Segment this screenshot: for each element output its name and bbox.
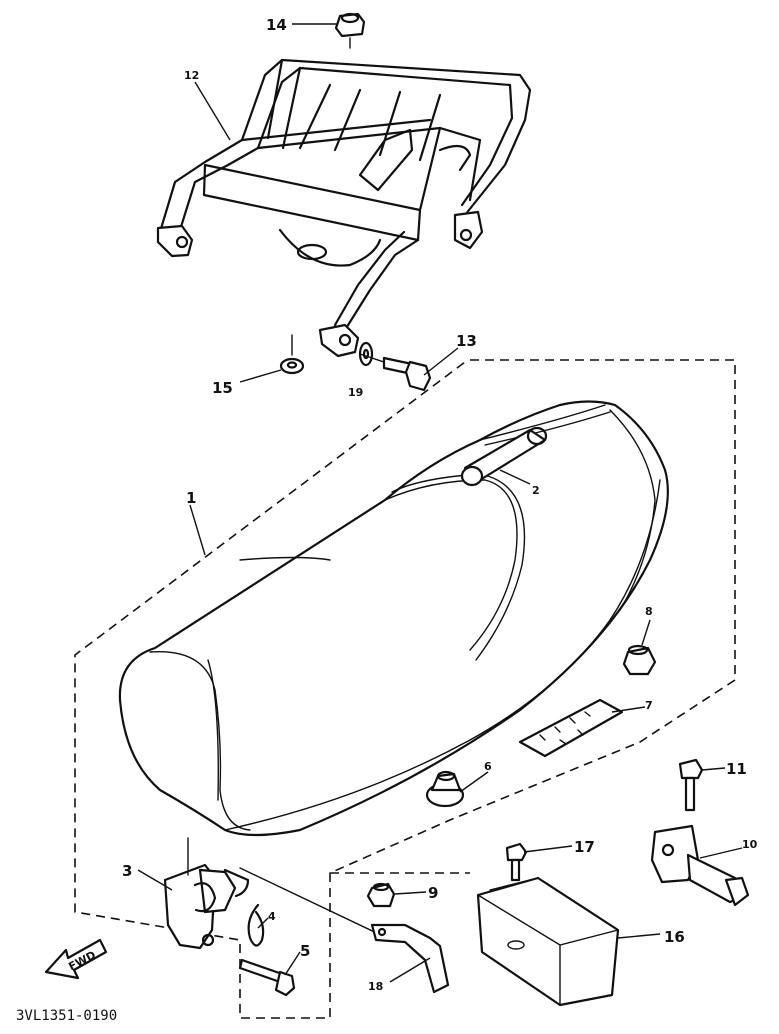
callout-7: 7 — [645, 699, 653, 712]
callout-6: 6 — [484, 760, 492, 773]
callout-11: 11 — [726, 760, 747, 778]
tray-part — [476, 876, 620, 1007]
callout-12: 12 — [184, 69, 199, 82]
callout-16: 16 — [664, 928, 685, 946]
damper-pad-part — [518, 698, 624, 758]
seat-lock-part — [650, 824, 750, 907]
leader-lines — [137, 23, 743, 983]
seat-lock-bracket-part — [163, 837, 386, 950]
callout-8: 8 — [645, 605, 653, 618]
grab-rail-part — [156, 58, 532, 358]
callout-2: 2 — [532, 484, 540, 497]
damper-6-part — [425, 770, 465, 808]
callout-4: 4 — [268, 910, 276, 923]
diagram-code: 3VL1351-0190 — [16, 1008, 117, 1024]
callout-3: 3 — [122, 862, 132, 880]
bolt-11-part — [678, 758, 704, 812]
callout-14: 14 — [266, 16, 287, 34]
nut-9-part — [366, 882, 396, 908]
seat-assembly-boundary — [74, 359, 736, 1019]
callout-15: 15 — [212, 379, 233, 397]
damper-8-part — [622, 644, 657, 676]
seat-pipe-part — [460, 426, 548, 487]
bolt-13-part — [359, 353, 432, 392]
callout-18: 18 — [368, 980, 383, 993]
callout-19: 19 — [348, 386, 363, 399]
clip-part — [247, 903, 265, 947]
cap-nut-part — [334, 12, 366, 49]
stay-18-part — [370, 923, 450, 994]
callout-1: 1 — [186, 489, 196, 507]
seat-part — [118, 400, 669, 837]
callout-9: 9 — [428, 884, 438, 902]
callout-13: 13 — [456, 332, 477, 350]
bolt-17-part — [505, 842, 528, 882]
callout-10: 10 — [742, 838, 758, 851]
callout-5: 5 — [300, 942, 310, 960]
fwd-arrow-icon: FWD — [44, 938, 108, 980]
callout-17: 17 — [574, 838, 595, 856]
pin-part — [238, 958, 296, 997]
washer-part — [279, 334, 305, 375]
